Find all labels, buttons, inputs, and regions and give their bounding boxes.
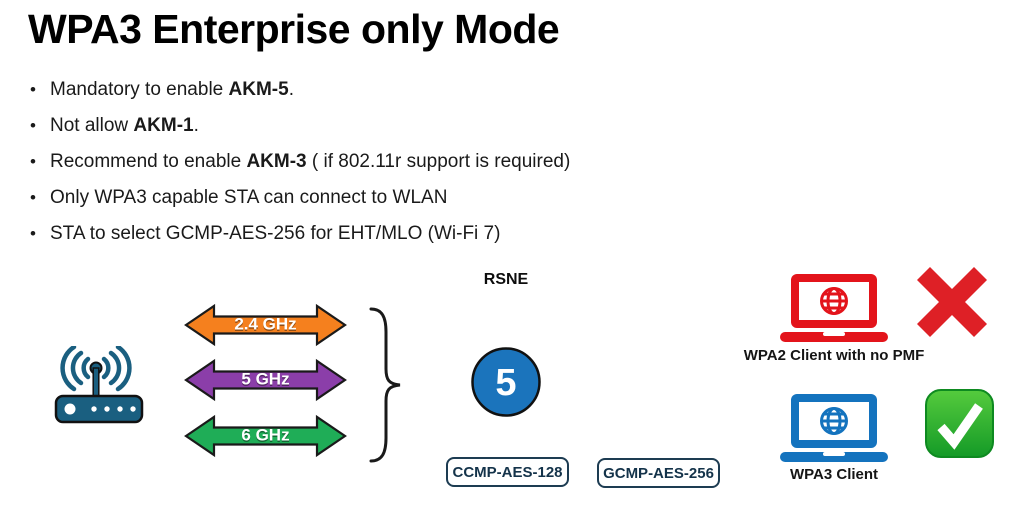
band-label: 2.4 GHz bbox=[234, 314, 297, 334]
bullet-marker: • bbox=[30, 152, 36, 171]
bullet-marker: • bbox=[30, 224, 36, 243]
bullet-text: Recommend to enable AKM-3 ( if 802.11r s… bbox=[50, 151, 571, 172]
double-arrow-icon bbox=[184, 303, 347, 347]
bullet-marker: • bbox=[30, 188, 36, 207]
bullet-text: Mandatory to enable AKM-5. bbox=[50, 79, 294, 100]
bullet-text: STA to select GCMP-AES-256 for EHT/MLO (… bbox=[50, 223, 501, 244]
akm-value: 5 bbox=[495, 362, 516, 404]
rsne-label: RSNE bbox=[483, 271, 529, 288]
bullet-item: • Mandatory to enable AKM-5. bbox=[30, 78, 730, 101]
bullet-list: • Mandatory to enable AKM-5. • Not allow… bbox=[30, 78, 730, 258]
wpa3-client-label: WPA3 Client bbox=[789, 466, 879, 483]
check-mark-icon bbox=[925, 389, 994, 458]
band-label: 6 GHz bbox=[241, 425, 290, 445]
wpa3-laptop-icon bbox=[780, 394, 888, 462]
akm-circle: 5 bbox=[471, 347, 541, 417]
double-arrow-icon bbox=[184, 414, 347, 458]
wpa2-client-label: WPA2 Client with no PMF bbox=[743, 347, 925, 364]
wifi-router-icon bbox=[54, 346, 144, 424]
page-title: WPA3 Enterprise only Mode bbox=[28, 6, 560, 52]
router-led bbox=[64, 403, 76, 415]
curly-brace-icon bbox=[369, 307, 401, 463]
cipher-box-ccmp-aes-128: CCMP-AES-128 bbox=[446, 457, 569, 487]
cross-mark-icon bbox=[917, 267, 987, 337]
band-arrow-5ghz: 5 GHz bbox=[183, 358, 348, 402]
bullet-item: • STA to select GCMP-AES-256 for EHT/MLO… bbox=[30, 222, 730, 245]
bullet-item: • Only WPA3 capable STA can connect to W… bbox=[30, 186, 730, 209]
bullet-item: • Recommend to enable AKM-3 ( if 802.11r… bbox=[30, 150, 730, 173]
wpa2-laptop-icon bbox=[780, 274, 888, 342]
bullet-item: • Not allow AKM-1. bbox=[30, 114, 730, 137]
bullet-marker: • bbox=[30, 116, 36, 135]
double-arrow-icon bbox=[184, 358, 347, 402]
band-arrow-6ghz: 6 GHz bbox=[183, 414, 348, 458]
band-label: 5 GHz bbox=[241, 369, 290, 389]
bullet-text: Not allow AKM-1. bbox=[50, 115, 199, 136]
cipher-box-gcmp-aes-256: GCMP-AES-256 bbox=[597, 458, 720, 488]
bullet-text: Only WPA3 capable STA can connect to WLA… bbox=[50, 187, 448, 208]
bullet-marker: • bbox=[30, 80, 36, 99]
band-arrow-2-4ghz: 2.4 GHz bbox=[183, 303, 348, 347]
